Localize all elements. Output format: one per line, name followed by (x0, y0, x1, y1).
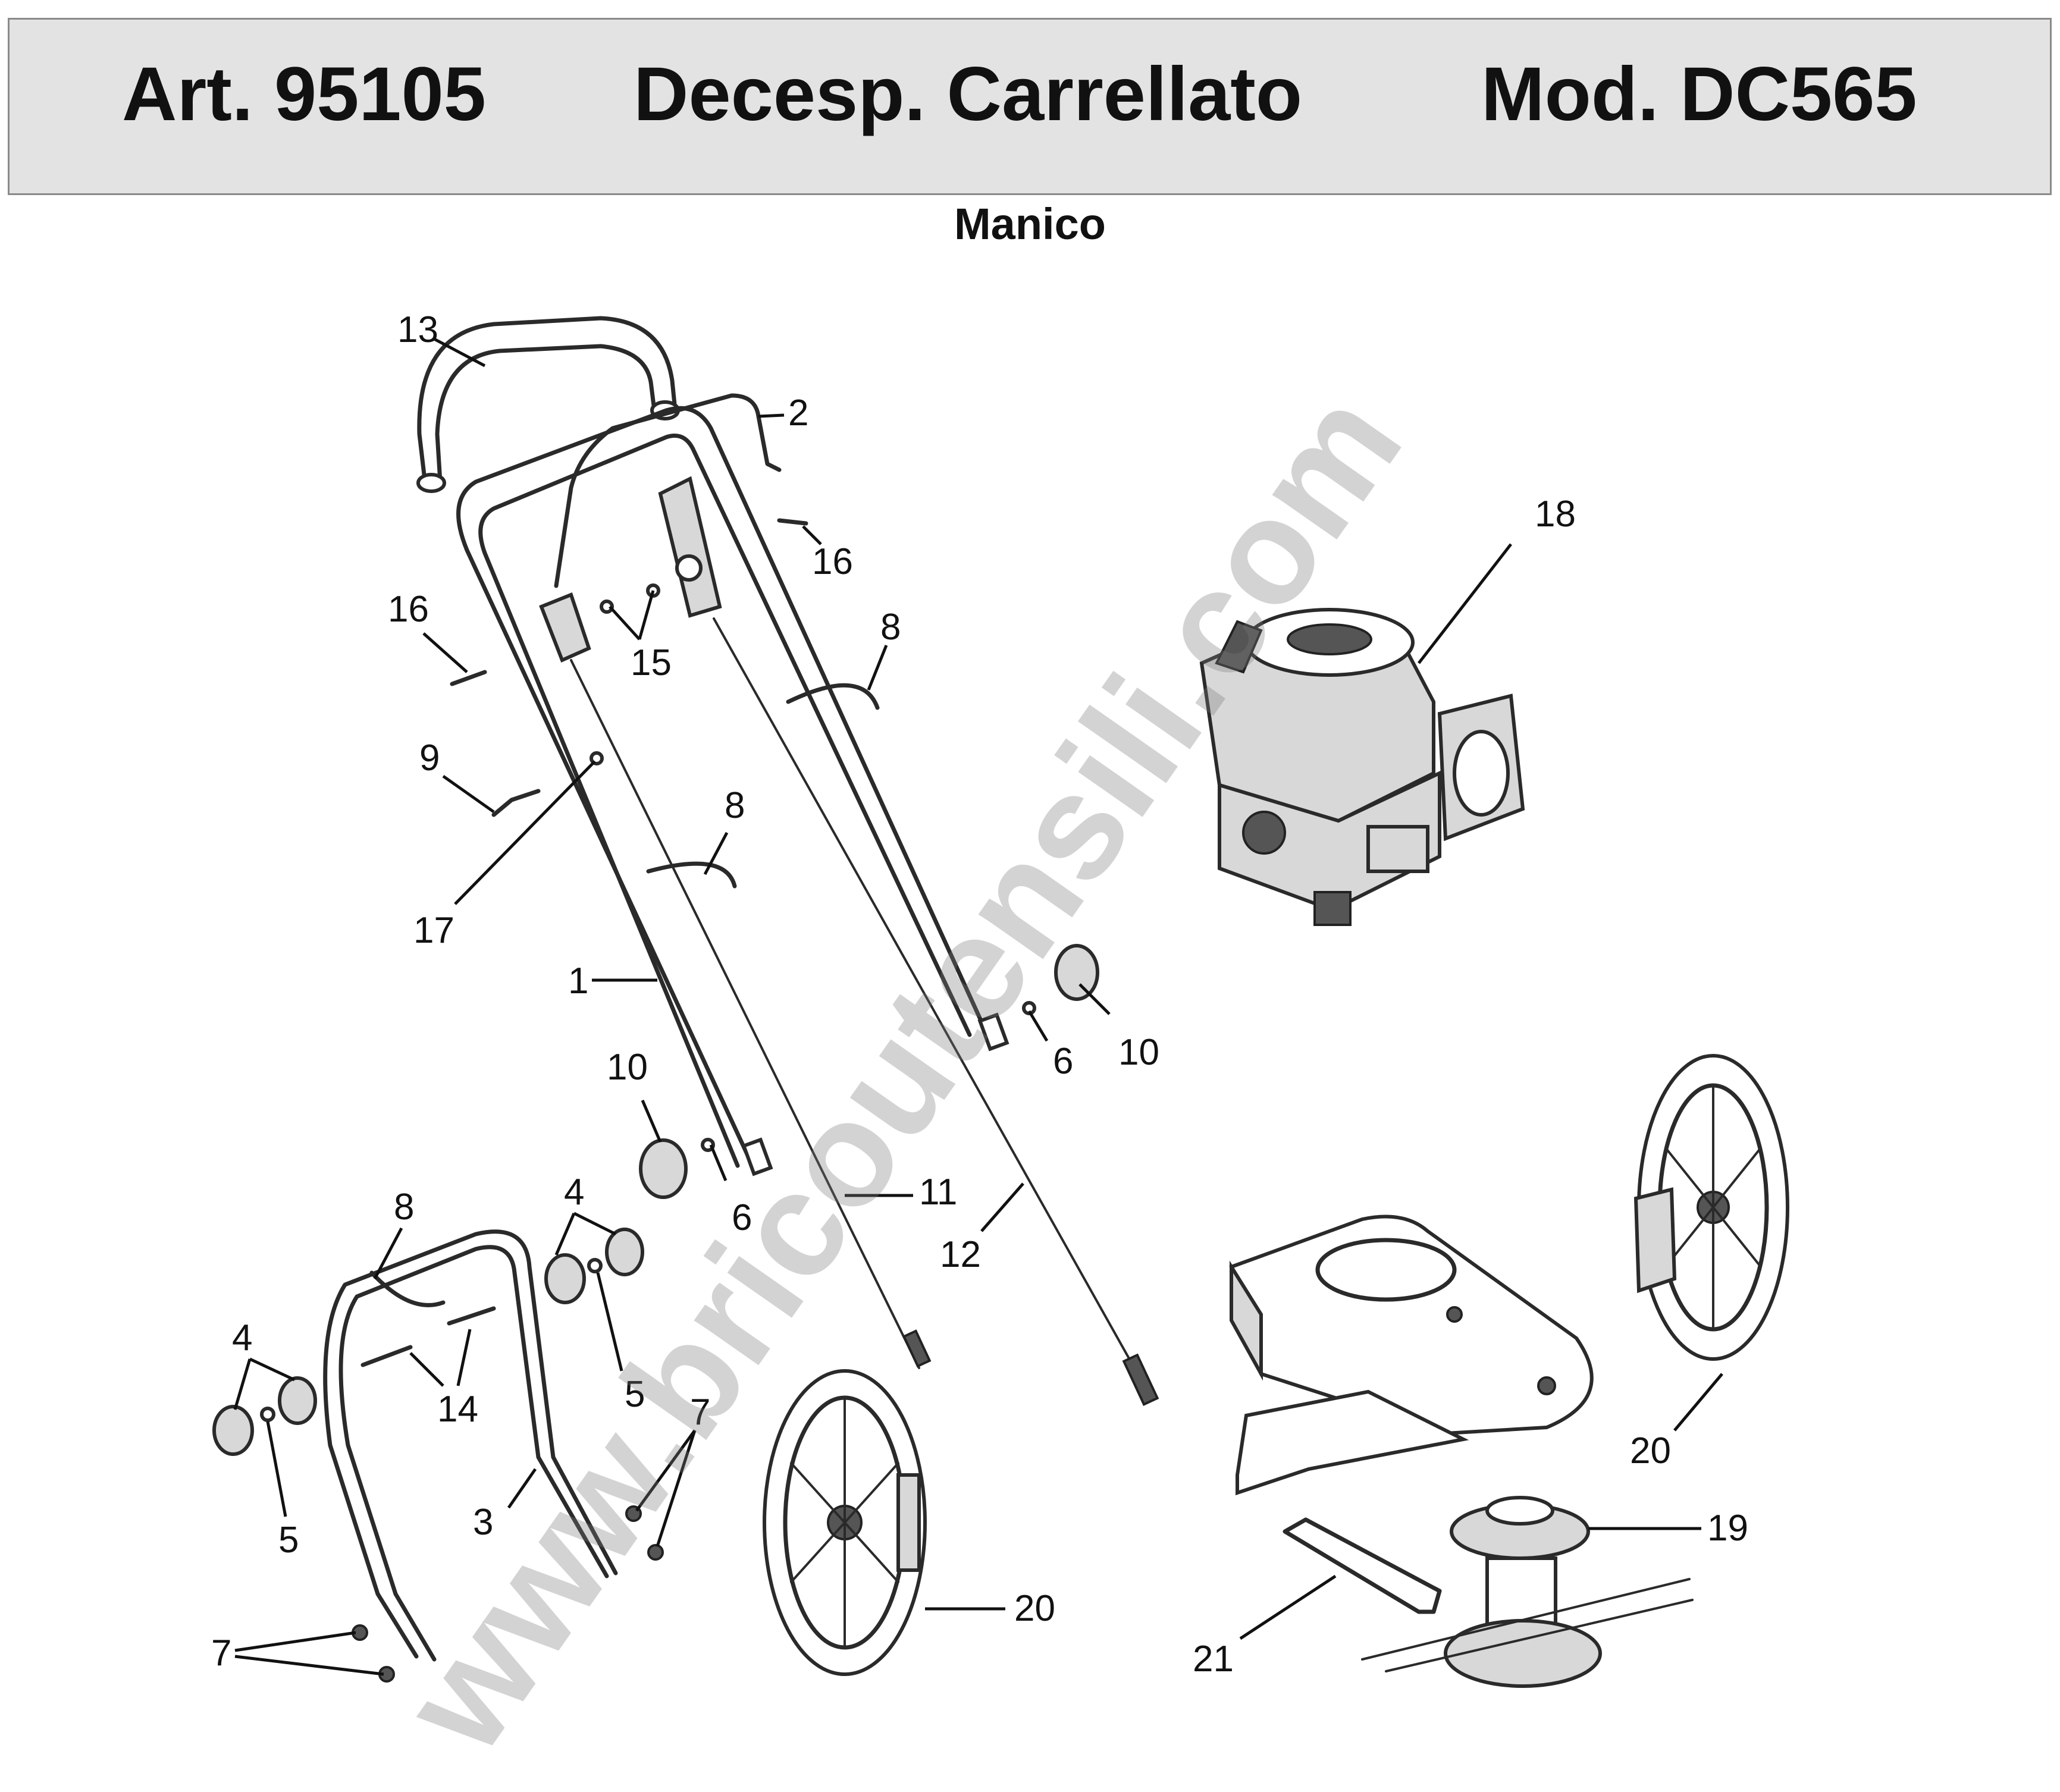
callout-16-left: 16 (388, 589, 429, 630)
wheel-20-right-spokes (1664, 1084, 1762, 1330)
handle-grip-end-left (416, 473, 446, 493)
bolt-14a (360, 1345, 413, 1367)
product-name: Decesp. Carrellato (634, 52, 1303, 137)
callout-7-left: 7 (211, 1633, 231, 1674)
engine-18 (1199, 608, 1525, 926)
handle-grip-part (417, 316, 678, 487)
washer-5a (260, 1407, 275, 1422)
bolt-14b (447, 1306, 496, 1326)
handle-grip-part-inner (435, 344, 657, 484)
cable-12-end (1122, 1353, 1159, 1406)
callout-5-left: 5 (278, 1520, 299, 1561)
washer-5b (587, 1258, 603, 1273)
wheel-20-left-bracket (896, 1473, 921, 1572)
cable-11-end (902, 1329, 932, 1368)
wheel-20-left-spokes (790, 1396, 899, 1649)
callout-16-right: 16 (812, 541, 853, 582)
callout-13: 13 (397, 309, 438, 350)
throttle-lever-right (658, 476, 722, 618)
callout-10-right: 10 (1118, 1032, 1159, 1073)
knob-4c (544, 1253, 586, 1304)
article-number: Art. 95105 (122, 52, 486, 137)
callout-3: 3 (473, 1502, 493, 1543)
upper-handle-frame-inner (478, 434, 972, 1168)
callout-8-top: 8 (880, 607, 901, 648)
cable-guide-10a (639, 1138, 688, 1199)
callout-14: 14 (437, 1389, 478, 1430)
callout-1: 1 (568, 961, 588, 1002)
frame-foot-right (977, 1012, 1009, 1052)
model-number: Mod. DC565 (1481, 52, 1917, 137)
callout-4-right: 4 (564, 1172, 584, 1213)
callout-10-left: 10 (607, 1047, 648, 1088)
lower-handle-frame-inner (323, 1229, 618, 1659)
clip-9 (491, 789, 541, 817)
cable-tie-8c (369, 1270, 446, 1307)
callout-20-right: 20 (1630, 1430, 1671, 1471)
callout-19: 19 (1707, 1508, 1748, 1549)
cable-11 (570, 659, 920, 1369)
bail-wire-part (554, 393, 782, 588)
callout-labels: 13 2 16 16 15 8 9 8 17 1 18 6 10 10 6 11… (211, 309, 1748, 1680)
callout-9: 9 (419, 737, 440, 779)
cable-12 (713, 617, 1152, 1399)
callout-7-right: 7 (690, 1392, 710, 1433)
cable-tie-8b (646, 861, 737, 889)
callout-2: 2 (788, 393, 808, 434)
cable-guide-10b (1054, 944, 1099, 1001)
wheel-20-right-bracket (1633, 1187, 1677, 1294)
lower-handle-frame (338, 1245, 609, 1662)
throttle-lever-left (539, 592, 591, 663)
screw-7b (647, 1544, 664, 1561)
callout-21: 21 (1193, 1639, 1234, 1680)
callout-6-right: 6 (1053, 1041, 1073, 1082)
callout-6-left: 6 (732, 1197, 752, 1238)
trimmer-head-19 (1361, 1496, 1694, 1688)
belt-21 (1283, 1517, 1442, 1614)
callout-15: 15 (631, 642, 672, 683)
callout-12: 12 (940, 1234, 981, 1275)
cable-tie-8a (786, 683, 880, 710)
screw-15a (600, 600, 614, 614)
callout-11: 11 (919, 1172, 957, 1213)
frame-foot-left (741, 1137, 773, 1176)
section-title: Manico (954, 199, 1106, 249)
leader-lines (233, 337, 1723, 1676)
callout-8-middle: 8 (725, 785, 745, 826)
pin-16-left (450, 670, 487, 686)
lever-pivot (675, 554, 703, 582)
header-bar (8, 18, 2052, 195)
callout-17: 17 (413, 910, 454, 951)
upper-handle-frame (456, 406, 990, 1168)
callout-5-right: 5 (625, 1374, 645, 1415)
knob-4a (212, 1405, 254, 1456)
callout-20-left: 20 (1014, 1588, 1055, 1629)
callout-4-left: 4 (232, 1317, 252, 1358)
callout-8-bottom: 8 (394, 1187, 414, 1228)
deck-assembly (1229, 1214, 1594, 1496)
callout-18: 18 (1535, 494, 1576, 535)
knob-4b (278, 1376, 317, 1425)
pin-16-right (777, 518, 808, 526)
knob-4d (605, 1228, 644, 1276)
